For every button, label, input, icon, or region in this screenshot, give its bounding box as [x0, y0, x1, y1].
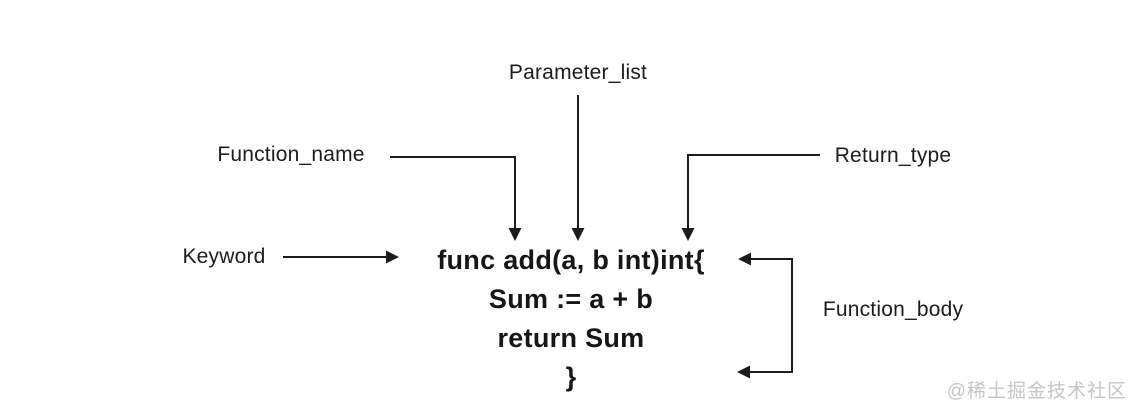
label-function-body: Function_body: [822, 298, 964, 321]
code-line-return: return Sum: [497, 323, 645, 353]
code-line-sum: Sum := a + b: [488, 284, 654, 314]
arrow-function-name: [390, 156, 522, 241]
label-return-type: Return_type: [834, 144, 952, 167]
label-parameter-list: Parameter_list: [508, 61, 648, 84]
arrow-function-body-bracket: [737, 252, 793, 379]
code-snippet: func add(a, b int)int{ Sum := a + b retu…: [437, 241, 705, 397]
watermark-juejin-community: @稀土掘金技术社区: [946, 381, 1127, 402]
arrow-return-type: [681, 154, 820, 241]
label-function-name: Function_name: [217, 143, 365, 166]
label-keyword: Keyword: [182, 245, 266, 268]
code-line-closing-brace: }: [565, 362, 577, 392]
code-line-signature: func add(a, b int)int{: [437, 245, 705, 275]
